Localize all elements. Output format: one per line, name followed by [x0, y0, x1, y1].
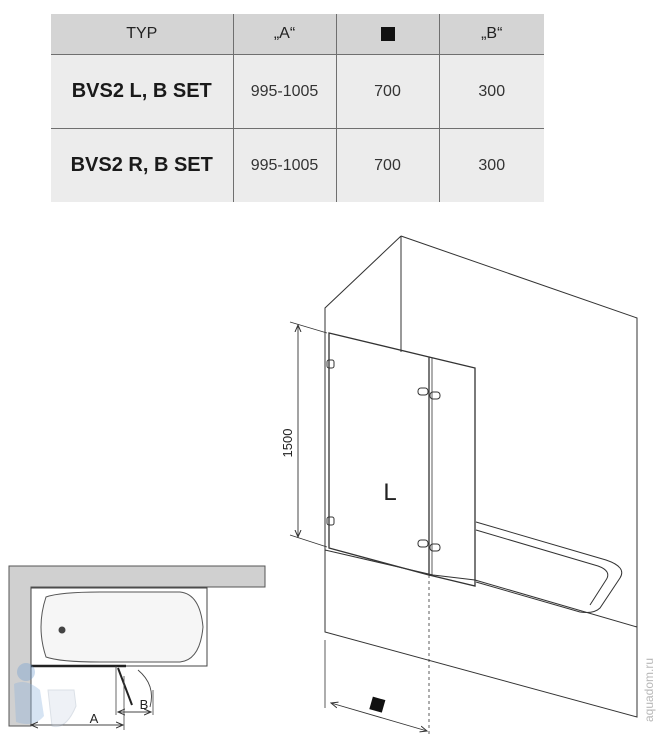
plan-label-a: A — [90, 711, 99, 726]
table-header-row: TYP „A“ „B“ — [51, 14, 544, 55]
b-cell: 300 — [439, 54, 544, 129]
height-label: 1500 — [280, 429, 295, 458]
watermark-text: aquadom.ru — [642, 658, 656, 722]
bathtub-rim — [475, 521, 623, 613]
header-square — [336, 14, 440, 55]
back-wall — [324, 235, 638, 627]
plan-bathtub-basin — [40, 591, 204, 663]
model-cell: BVS2 R, B SET — [51, 128, 234, 202]
plan-label-b: B — [140, 697, 149, 712]
drain-icon — [58, 626, 66, 634]
header-b: „B“ — [439, 14, 544, 55]
bathtub-inner — [475, 529, 609, 606]
header-a: „A“ — [233, 14, 337, 55]
table-row: BVS2 R, B SET 995-1005 700 300 — [51, 128, 544, 202]
model-cell: BVS2 L, B SET — [51, 54, 234, 129]
glass-panel-left — [328, 332, 430, 576]
square-cell: 700 — [336, 54, 440, 129]
plan-view: A B — [8, 565, 266, 730]
header-typ: TYP — [51, 14, 234, 55]
plumber-mascot-watermark — [14, 663, 77, 728]
dimension-square-icon — [369, 696, 386, 713]
wall-shading — [8, 565, 266, 727]
black-square-icon — [380, 26, 395, 41]
bathtub-body — [324, 549, 638, 718]
panel-label: L — [383, 479, 396, 506]
perspective-view — [289, 235, 638, 735]
square-cell: 700 — [336, 128, 440, 202]
glass-panel-right — [428, 356, 476, 587]
dimensions-table: TYP „A“ „B“ BVS2 L, B SET 995-1005 700 3… — [51, 14, 544, 202]
a-cell: 995-1005 — [233, 128, 337, 202]
a-cell: 995-1005 — [233, 54, 337, 129]
table-row: BVS2 L, B SET 995-1005 700 300 — [51, 54, 544, 129]
b-cell: 300 — [439, 128, 544, 202]
